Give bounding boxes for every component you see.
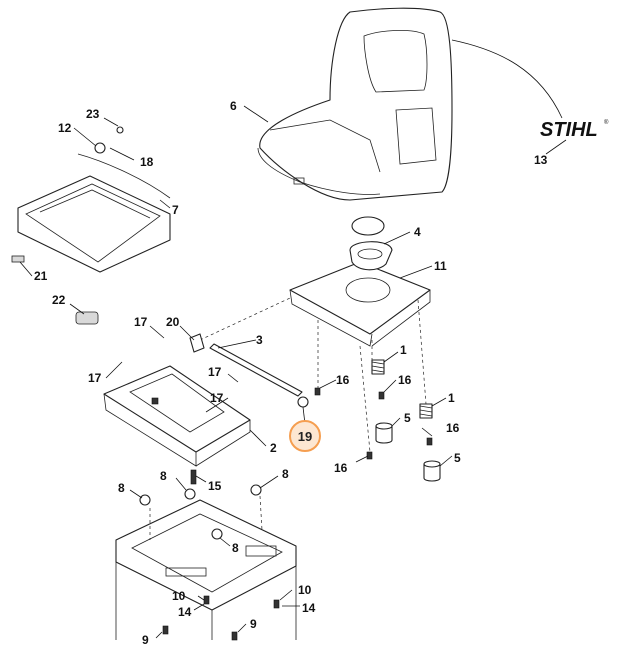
callout-14: 14 [302,601,316,615]
callout-2: 2 [270,441,277,455]
washer-part [139,494,151,506]
washer-part [250,484,262,496]
callout-8: 8 [282,467,289,481]
callout-10: 10 [298,583,312,597]
seat-plate-part [289,261,431,347]
callout-9: 9 [142,633,149,647]
callout-5: 5 [454,451,461,465]
callout-6: 6 [230,99,237,113]
nut-part [231,631,238,641]
washer-part [211,528,223,540]
callout-11: 11 [434,259,447,273]
callout-10: 10 [172,589,186,603]
bolt-part [273,599,280,609]
stihl-logo: STIHL ® [540,119,609,141]
callout-22: 22 [52,293,66,307]
bracket-part [103,365,251,467]
callout-7: 7 [172,203,179,217]
callout-17: 17 [208,365,222,379]
callout-20: 20 [166,315,180,329]
callout-19: 19 [298,429,312,444]
bolt-part [314,387,321,396]
screw-part [190,469,197,485]
highlight-callout-19[interactable]: 19 [289,420,321,452]
bumper-part [375,422,393,444]
bushing-part [75,311,99,325]
seat-part [257,7,453,201]
callout-4: 4 [414,225,421,239]
spring-part-2 [419,403,433,419]
callout-8: 8 [118,481,125,495]
callout-1: 1 [400,343,407,357]
callout-17: 17 [210,391,224,405]
callout-14: 14 [178,605,192,619]
callout-3: 3 [256,333,263,347]
bolt-part [203,595,210,605]
callout-17: 17 [134,315,148,329]
callout-15: 15 [208,479,222,493]
callout-17: 17 [88,371,102,385]
spring-part [371,359,385,375]
callout-21: 21 [34,269,48,283]
callout-23: 23 [86,107,100,121]
washer-part [297,396,309,408]
callout-12: 12 [58,121,72,135]
callout-16: 16 [398,373,412,387]
stihl-logo-text: STIHL [540,119,598,141]
callout-8: 8 [232,541,239,555]
bolt-part [426,437,433,446]
callout-8: 8 [160,469,167,483]
callout-16: 16 [446,421,460,435]
registered-mark: ® [604,119,609,126]
frame-part [115,495,297,640]
callout-1: 1 [448,391,455,405]
bolt-part [366,451,373,460]
clip-part [189,333,205,353]
callout-16: 16 [336,373,350,387]
nut-part [162,625,169,635]
leader-lines [19,105,567,639]
washer-part [184,488,196,500]
callout-13: 13 [534,153,548,167]
pin-part [209,343,303,397]
bumper-part-2 [423,460,441,482]
callout-5: 5 [404,411,411,425]
callout-labels: 6 13 23 12 18 7 21 4 11 22 17 20 3 17 17… [34,99,548,647]
callout-18: 18 [140,155,154,169]
adjust-knob-part [349,216,393,271]
bolt-part [378,391,385,400]
callout-16: 16 [334,461,348,475]
callout-9: 9 [250,617,257,631]
highlight-ring [289,420,321,452]
seat-slide-assembly [11,126,171,273]
